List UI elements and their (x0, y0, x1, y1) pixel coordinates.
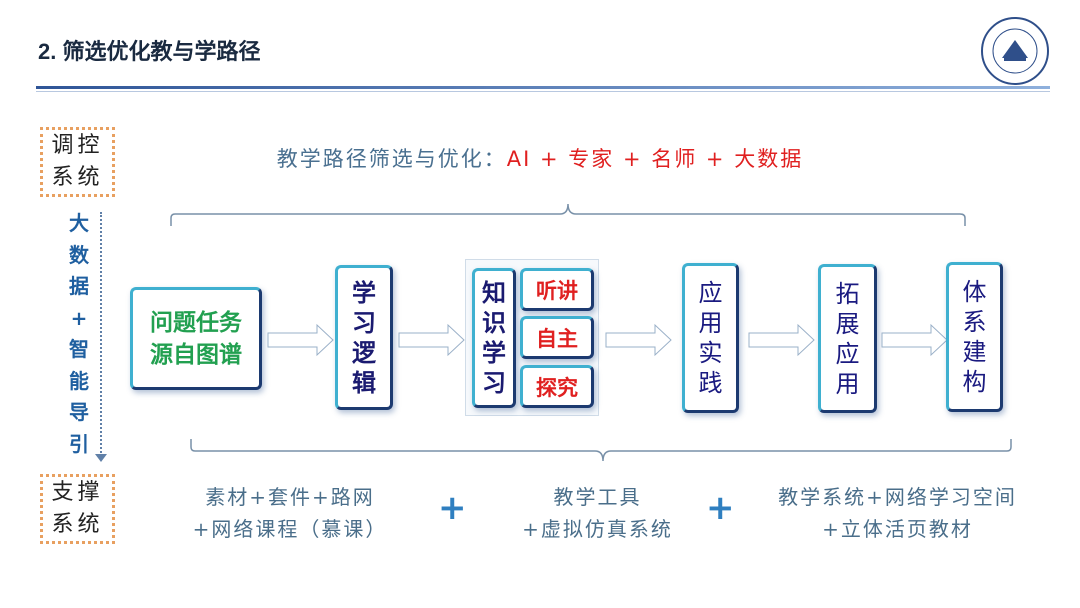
support-tools: 教学工具 +虚拟仿真系统 (490, 481, 705, 545)
char: 逻 (352, 337, 376, 367)
dotted-connector (100, 212, 102, 457)
title-divider-thin (36, 91, 1050, 92)
mode-lecture: 听讲 (520, 268, 594, 311)
slide-title: 2. 筛选优化教与学路径 (38, 39, 261, 64)
char: 展 (835, 309, 860, 338)
mode-self-directed: 自主 (520, 316, 594, 359)
top-brace (170, 203, 966, 226)
support-system-box: 支撑 系统 (40, 474, 115, 544)
plus-icon: + (706, 488, 735, 528)
line: 教学工具 (553, 485, 642, 509)
line: +网络课程（慕课） (192, 517, 388, 541)
bigdata-guide-text: 大 数 据 + 智 能 导 引 (66, 208, 92, 460)
regulation-system-box: 调控 系统 (40, 127, 115, 197)
mode-inquiry: 探究 (520, 365, 594, 408)
char: 据 (69, 274, 89, 298)
char: 数 (69, 242, 89, 267)
char: 系 (962, 308, 987, 336)
arrow-right-icon (398, 323, 465, 357)
arrow-right-icon (267, 323, 334, 357)
char: 践 (698, 369, 723, 397)
char: 习 (482, 368, 506, 397)
char: 能 (69, 368, 89, 393)
char: 拓 (835, 279, 860, 308)
char: 学 (352, 277, 376, 307)
header-text: 教学路径筛选与优化：AI + 专家 + 名师 + 大数据 (0, 143, 1080, 173)
char: 体 (962, 278, 987, 306)
char: 学 (482, 338, 506, 367)
step-extended-application: 拓展应用 (818, 264, 877, 413)
char: 知 (482, 278, 506, 307)
char: 智 (69, 337, 89, 361)
char: 应 (835, 339, 860, 368)
line: 教学系统+网络学习空间 (778, 485, 1017, 509)
step-problem-task: 问题任务 源自图谱 (130, 287, 262, 390)
support-systems: 教学系统+网络学习空间 +立体活页教材 (745, 481, 1050, 545)
char: 辑 (352, 367, 376, 397)
char: 大 (69, 211, 89, 235)
char: 构 (962, 368, 987, 396)
char: 应 (698, 279, 723, 307)
char: 习 (352, 307, 376, 337)
char: 引 (69, 431, 89, 456)
char: 识 (482, 308, 506, 337)
label: 调控 (51, 133, 104, 158)
step-system-construction: 体系建构 (946, 262, 1003, 412)
header-highlight: AI + 专家 + 名师 + 大数据 (506, 147, 804, 171)
char: 建 (962, 338, 987, 366)
label: 听讲 (536, 278, 578, 303)
step-application-practice: 应用实践 (682, 263, 739, 413)
label: 问题任务 (150, 309, 242, 336)
line: +立体活页教材 (822, 517, 973, 541)
plus-icon: + (438, 488, 467, 528)
char: 实 (698, 339, 723, 367)
header-prefix: 教学路径筛选与优化： (276, 147, 507, 171)
line: +虚拟仿真系统 (522, 517, 673, 541)
label: 源自图谱 (150, 341, 242, 368)
arrow-right-icon (605, 323, 672, 357)
char: 导 (69, 400, 89, 424)
arrow-right-icon (881, 323, 948, 357)
arrow-right-icon (748, 323, 815, 357)
char: + (70, 305, 88, 330)
char: 用 (835, 369, 860, 398)
bottom-brace (190, 439, 1012, 462)
step-knowledge-learning: 知识学习 (472, 268, 516, 408)
university-logo (981, 17, 1049, 85)
label: 系统 (51, 165, 104, 190)
support-resources: 素材+套件+路网 +网络课程（慕课） (160, 481, 420, 545)
line: 素材+套件+路网 (205, 485, 375, 509)
arrow-down-icon (95, 454, 107, 462)
label: 自主 (536, 326, 578, 351)
label: 探究 (536, 375, 578, 400)
knowledge-learning-group: 知识学习 听讲 自主 探究 (465, 259, 599, 416)
char: 用 (698, 309, 723, 337)
label: 系统 (51, 512, 104, 537)
title-divider (36, 86, 1050, 89)
step-learning-logic: 学习逻辑 (335, 265, 393, 410)
label: 支撑 (51, 480, 104, 505)
